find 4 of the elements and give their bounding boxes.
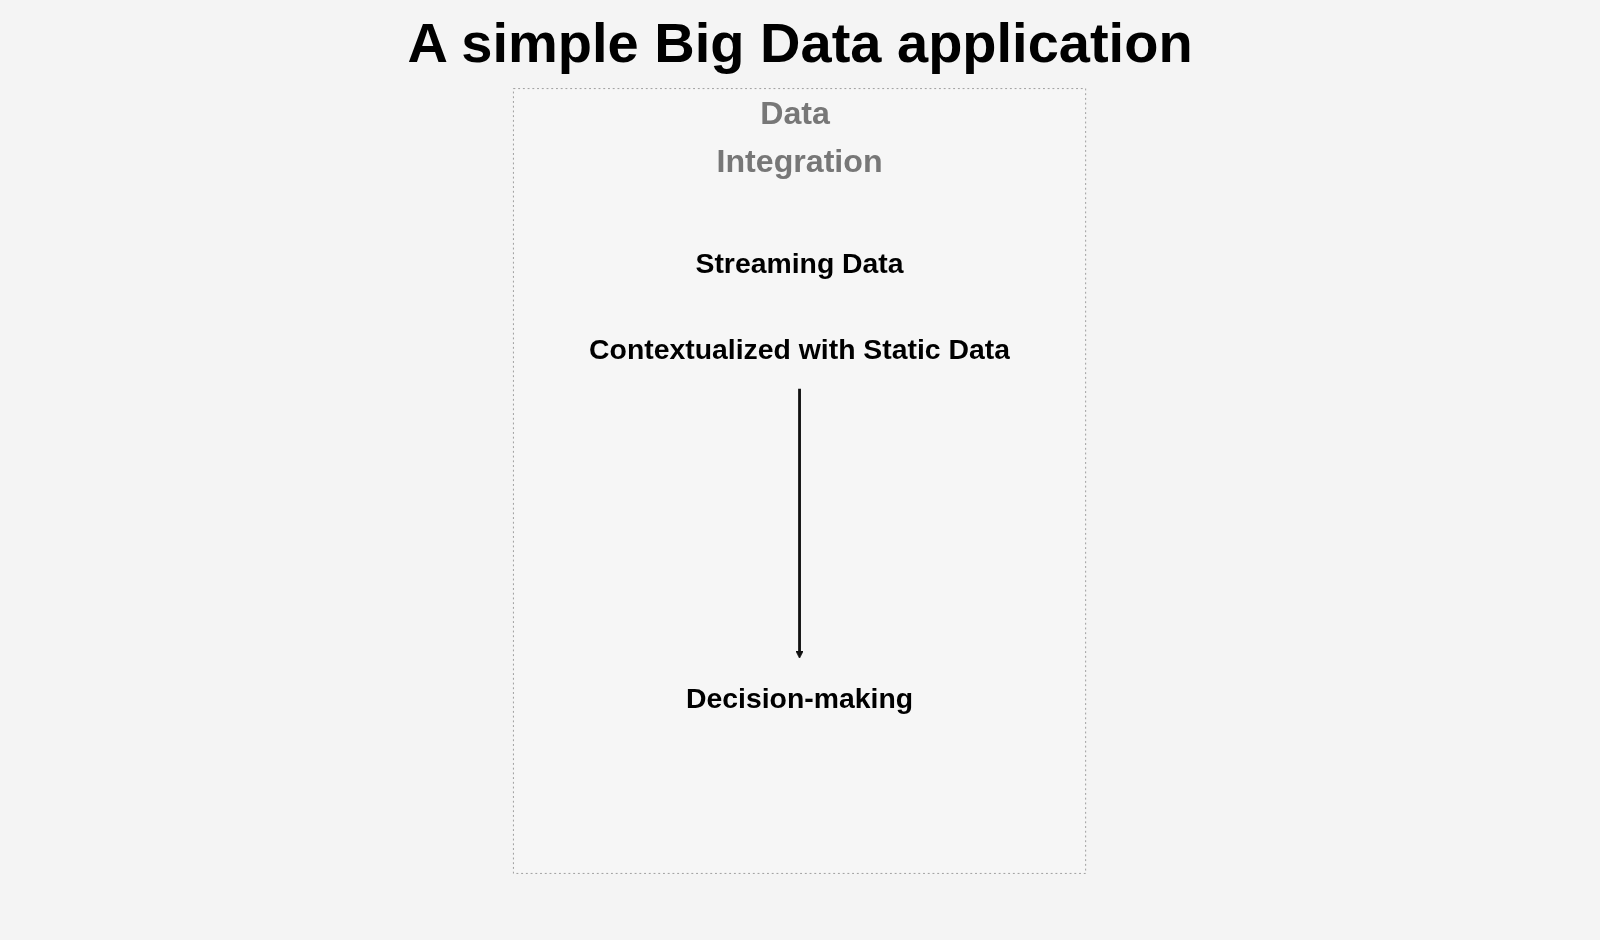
node-text: Streaming Data Contextualized with Static Data xyxy=(589,247,1011,365)
diagram-title: A simple Big Data application xyxy=(406,10,1194,75)
arrow xyxy=(795,388,805,659)
node-text: Decision-making xyxy=(686,682,914,715)
